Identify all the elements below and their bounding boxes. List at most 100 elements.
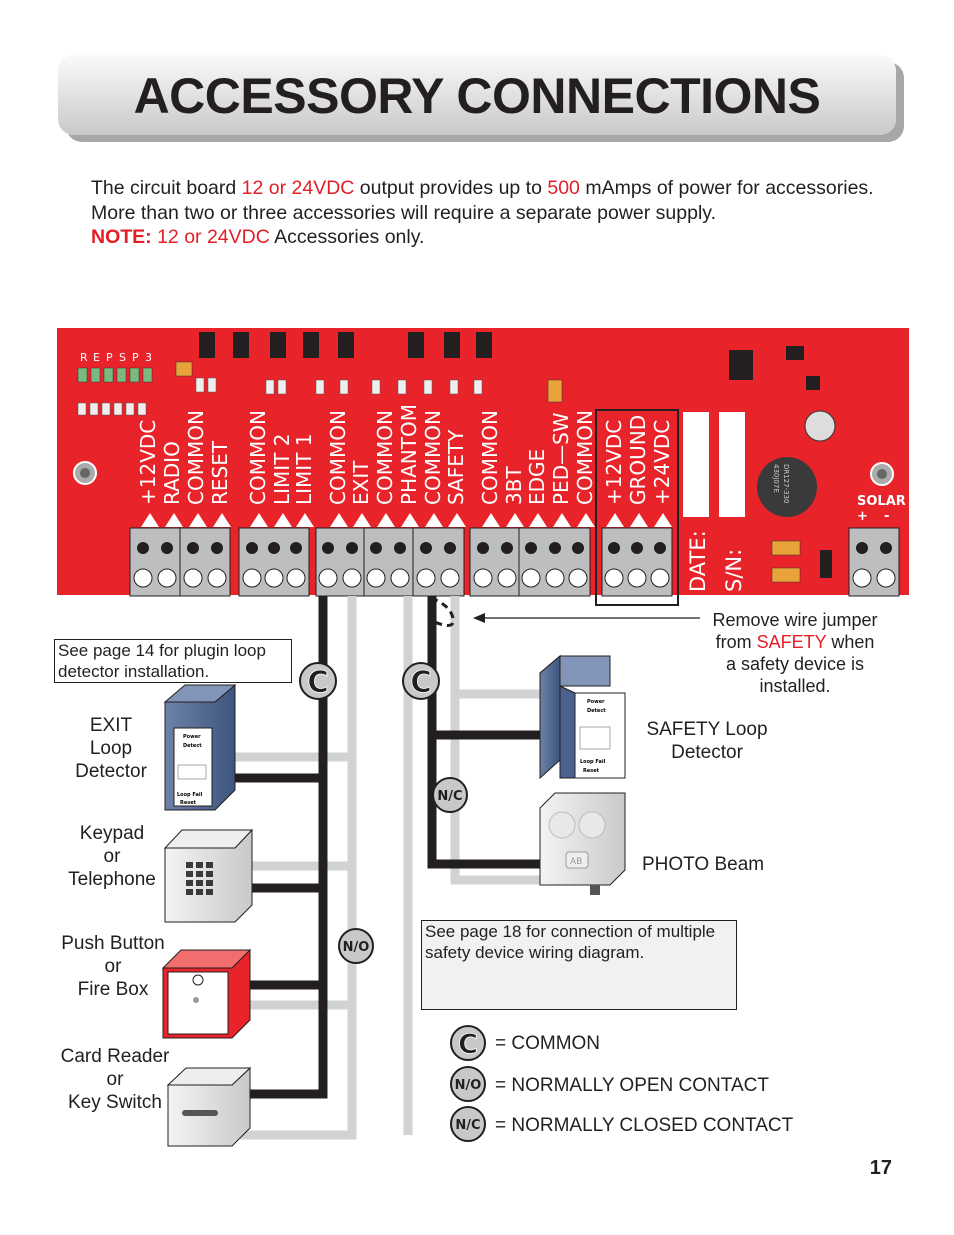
- relay-components: [199, 332, 832, 578]
- card-reader-device: [166, 1066, 252, 1147]
- common-symbol-2: C: [402, 662, 440, 700]
- terminal-label: +12VDC: [136, 420, 160, 505]
- legend-nc-text: N/C: [455, 1118, 480, 1133]
- led-letter: P: [132, 351, 139, 364]
- note-label: NOTE:: [91, 226, 152, 248]
- safety-wiring-note: See page 18 for connection of multiple s…: [421, 920, 737, 1010]
- terminal-label: LIMIT 1: [292, 434, 316, 506]
- solar-minus: -: [884, 509, 889, 524]
- detector-detect-label: Detect: [587, 708, 606, 714]
- note-voltage: 12 or 24VDC: [151, 226, 270, 248]
- led-letters: R E P S P 3: [80, 351, 152, 364]
- intro-current: 500: [547, 177, 580, 199]
- jumper-note-text: when: [826, 632, 875, 652]
- detector-loopfail-label: Loop Fail: [177, 792, 203, 798]
- terminal-label: COMMON: [573, 410, 597, 505]
- no-symbol-text: N/O: [343, 940, 370, 955]
- detector-detect-label: Detect: [183, 743, 202, 749]
- nc-symbol-text: N/C: [437, 789, 462, 804]
- photo-beam-device: AB: [539, 792, 626, 895]
- device-label-line: EXIT: [89, 715, 133, 736]
- led-letter: S: [119, 351, 126, 364]
- terminal-label: +12VDC: [602, 420, 626, 505]
- device-label-line: SAFETY Loop: [646, 719, 768, 740]
- card-reader-label: Card Reader or Key Switch: [50, 1045, 180, 1114]
- legend-nc: = NORMALLY CLOSED CONTACT: [495, 1115, 794, 1136]
- detector-power-label: Power: [587, 699, 605, 705]
- legend-no-text: N/O: [455, 1078, 482, 1093]
- device-label-line: or: [103, 846, 121, 867]
- safety-loop-label: SAFETY Loop Detector: [636, 718, 778, 764]
- device-label-line: or: [106, 1069, 124, 1090]
- device-label-line: Card Reader: [60, 1046, 170, 1067]
- terminal-label: EXIT: [349, 460, 373, 505]
- black-wires: [220, 596, 545, 1099]
- device-label-line: Loop: [89, 738, 133, 759]
- detector-reset-label: Reset: [180, 800, 197, 806]
- note-text: Accessories only.: [269, 226, 425, 248]
- intro-voltage: 12 or 24VDC: [241, 177, 355, 199]
- terminal-label: +24VDC: [650, 420, 674, 505]
- coil-label-2: 430J07E: [772, 464, 780, 493]
- resistor-row: [77, 377, 483, 416]
- capacitor-round: [804, 410, 836, 442]
- led-letter: R: [80, 351, 88, 364]
- jumper-arrow: [473, 613, 700, 623]
- terminal-label: COMMON: [421, 410, 445, 505]
- intro-text-3: mAmps of power for accessories. More tha…: [91, 177, 874, 224]
- common-symbol-1: C: [299, 662, 337, 700]
- detector-reset-label: Reset: [583, 768, 600, 774]
- title-banner: ACCESSORY CONNECTIONS: [58, 55, 896, 135]
- terminal-label: RADIO: [160, 441, 184, 505]
- exit-loop-label: EXIT Loop Detector: [60, 714, 162, 783]
- terminal-block: [129, 527, 231, 597]
- no-symbol-wire: N/O: [338, 928, 374, 964]
- solar-label: SOLAR: [857, 494, 906, 509]
- jumper-note: Remove wire jumper from SAFETY when a sa…: [695, 609, 895, 697]
- led-row: [77, 361, 193, 383]
- device-label-line: Key Switch: [68, 1092, 162, 1113]
- page-title: ACCESSORY CONNECTIONS: [133, 68, 821, 124]
- intro-text-1: The circuit board: [91, 177, 242, 199]
- coil-label: DR127-330: [782, 464, 790, 504]
- keypad-label: Keypad or Telephone: [56, 822, 168, 891]
- page-number: 17: [869, 1157, 892, 1179]
- terminal-label: PHANTOM: [397, 404, 421, 505]
- keypad-device: [163, 828, 254, 923]
- led-letter: E: [93, 351, 100, 364]
- fire-box-device: [161, 948, 252, 1039]
- terminal-block: [315, 527, 465, 597]
- inductor-coil: DR127-330 430J07E: [757, 457, 817, 517]
- device-label-line: Telephone: [68, 869, 156, 890]
- detector-power-label: Power: [183, 734, 201, 740]
- terminal-label: COMMON: [478, 410, 502, 505]
- exit-loop-detector-device: Power Detect Loop Fail Reset: [163, 683, 237, 811]
- terminal-label: COMMON: [184, 410, 208, 505]
- date-label: DATE:: [686, 530, 710, 592]
- cap-component: [771, 540, 801, 556]
- keypad-keys: [186, 862, 213, 895]
- device-label-line: Fire Box: [77, 979, 149, 1000]
- legend-no: = NORMALLY OPEN CONTACT: [495, 1075, 769, 1096]
- terminal-arrows: [141, 513, 672, 527]
- legend-nc-symbol: N/C: [450, 1106, 486, 1142]
- cap-component: [771, 567, 801, 583]
- nc-symbol-wire: N/C: [432, 777, 468, 813]
- date-stripe: [683, 412, 709, 517]
- device-label-line: or: [104, 956, 122, 977]
- legend-common-letter: C: [458, 1029, 478, 1060]
- jumper-note-line: from SAFETY when: [695, 631, 895, 653]
- terminal-block: [238, 527, 310, 597]
- power-terminal-highlight: [595, 409, 679, 606]
- detector-loopfail-label: Loop Fail: [580, 759, 606, 765]
- led-letter: 3: [145, 351, 152, 364]
- common-symbol-letter: C: [410, 665, 431, 699]
- terminal-label: COMMON: [246, 410, 270, 505]
- terminal-labels: +12VDC RADIO COMMON RESET COMMON LIMIT 2…: [136, 404, 674, 505]
- device-label-line: Keypad: [79, 823, 145, 844]
- solar-plus: +: [857, 509, 868, 524]
- jumper-note-line: installed.: [759, 676, 831, 696]
- intro-paragraph: The circuit board 12 or 24VDC output pro…: [91, 176, 881, 250]
- terminal-label: EDGE: [525, 449, 549, 505]
